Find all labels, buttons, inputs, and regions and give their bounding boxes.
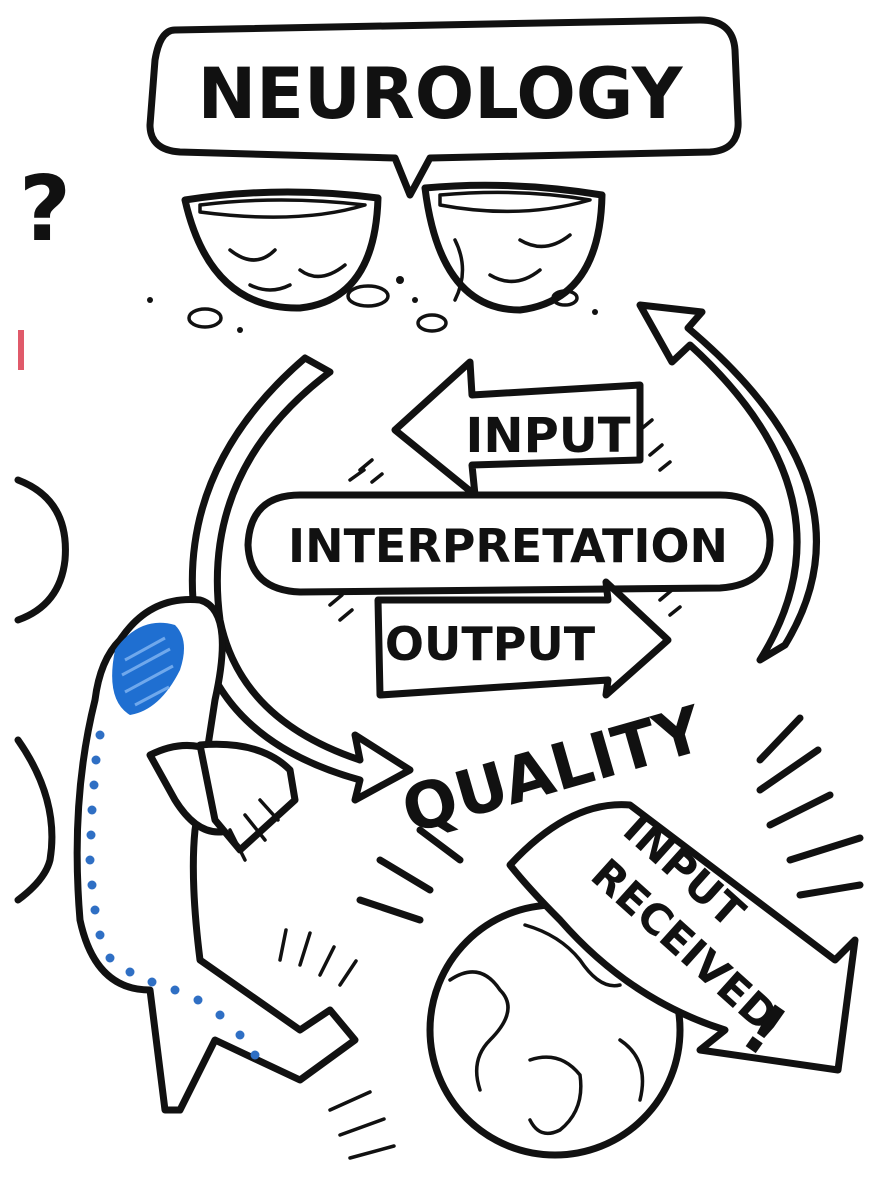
person-figure xyxy=(73,596,396,1160)
input-label: INPUT xyxy=(466,408,631,464)
right-cycle-arrow xyxy=(636,301,820,664)
left-edge-shapes xyxy=(14,330,69,904)
title-speech-bubble: NEUROLOGY xyxy=(146,16,742,199)
title-text: NEUROLOGY xyxy=(198,53,684,135)
left-cycle-arrow xyxy=(188,354,414,804)
interpretation-capsule: INTERPRETATION xyxy=(244,491,774,596)
output-arrow: OUTPUT xyxy=(374,578,672,699)
blue-brain-highlight xyxy=(112,622,184,715)
right-brain-half-icon xyxy=(421,181,606,314)
brain-debris xyxy=(147,276,598,333)
nerve-dots xyxy=(85,730,260,1060)
impact-marks xyxy=(356,714,864,924)
output-label: OUTPUT xyxy=(385,617,596,671)
question-mark: ? xyxy=(19,157,71,262)
left-brain-half-icon xyxy=(181,188,382,312)
interpretation-label: INTERPRETATION xyxy=(288,519,728,573)
input-arrow: INPUT xyxy=(391,358,644,499)
center-hatching xyxy=(328,418,682,622)
